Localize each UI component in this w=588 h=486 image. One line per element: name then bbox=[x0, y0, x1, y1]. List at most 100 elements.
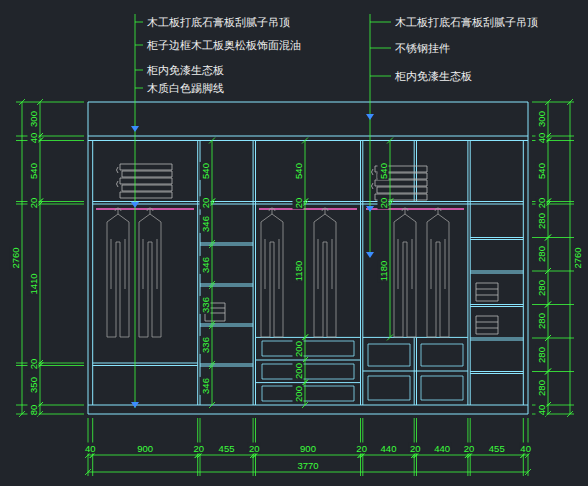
dimension-line bbox=[548, 102, 549, 136]
extension-line bbox=[16, 102, 84, 103]
dimension-value: 300 bbox=[28, 110, 39, 128]
dimension-line bbox=[548, 305, 549, 339]
dimension-value: 3770 bbox=[296, 460, 319, 471]
dimension-value: 20 bbox=[248, 443, 261, 454]
dimension-line bbox=[212, 326, 213, 364]
dimension-value: 20 bbox=[200, 196, 211, 209]
dimension-line bbox=[305, 141, 306, 202]
leader-arrows bbox=[131, 114, 374, 408]
dimension-value: 20 bbox=[293, 196, 304, 209]
extension-line bbox=[532, 338, 574, 339]
dimension-value: 540 bbox=[536, 162, 547, 180]
dimension-value: 540 bbox=[378, 162, 389, 180]
dimension-value: 346 bbox=[200, 215, 211, 233]
dimension-value: 346 bbox=[200, 256, 211, 274]
dimension-tick bbox=[387, 334, 393, 340]
hanging-clothes bbox=[107, 208, 449, 337]
dimension-value: 455 bbox=[488, 443, 506, 454]
dimension-value: 540 bbox=[28, 162, 39, 180]
dimension-value: 336 bbox=[200, 336, 211, 354]
dimension-line bbox=[305, 204, 306, 337]
callout-note: 木工板打底石膏板刮腻子吊顶 bbox=[395, 15, 538, 30]
dimension-value: 280 bbox=[536, 379, 547, 397]
callout-note: 柜内免漆生态板 bbox=[147, 63, 224, 78]
hanging-coat bbox=[139, 208, 161, 337]
extension-line bbox=[16, 201, 84, 202]
dimension-line bbox=[548, 405, 549, 414]
dimension-value: 40 bbox=[536, 403, 547, 416]
dimension-line bbox=[40, 366, 41, 406]
dimension-tick bbox=[209, 283, 215, 289]
dimension-line bbox=[548, 372, 549, 406]
dimension-value: 440 bbox=[380, 443, 398, 454]
hanging-coat bbox=[394, 208, 416, 337]
dimension-value: 20 bbox=[378, 196, 389, 209]
extension-line bbox=[532, 271, 574, 272]
dimension-line bbox=[390, 204, 391, 337]
dimension-line bbox=[40, 102, 41, 136]
dimension-line bbox=[93, 455, 198, 456]
dimension-value: 346 bbox=[200, 377, 211, 395]
dimension-value: 280 bbox=[536, 212, 547, 230]
folded-clothes bbox=[117, 164, 173, 198]
hanging-coat bbox=[427, 208, 449, 337]
dimension-value: 20 bbox=[355, 443, 368, 454]
dimension-value: 300 bbox=[536, 110, 547, 128]
dimension-value: 440 bbox=[433, 443, 451, 454]
dimension-line bbox=[200, 455, 253, 456]
dimension-line bbox=[548, 141, 549, 202]
dimension-value: 280 bbox=[536, 346, 547, 364]
extension-line bbox=[532, 371, 574, 372]
callout-note: 不锈钢挂件 bbox=[395, 41, 450, 56]
dimension-tick bbox=[209, 402, 215, 408]
dimension-value: 280 bbox=[536, 312, 547, 330]
extension-line bbox=[16, 405, 84, 406]
dimension-value: 1180 bbox=[293, 259, 304, 281]
dimension-value: 350 bbox=[28, 376, 39, 394]
callout-note: 木质白色踢脚线 bbox=[147, 81, 224, 96]
dimension-value: 2760 bbox=[10, 246, 21, 269]
dimension-line bbox=[390, 141, 391, 202]
dimension-tick bbox=[302, 138, 308, 144]
dimension-value: 40 bbox=[519, 443, 532, 454]
dimension-line bbox=[417, 455, 468, 456]
extension-line bbox=[16, 136, 84, 137]
dimension-line bbox=[212, 286, 213, 324]
dimension-line bbox=[40, 204, 41, 363]
dimension-line bbox=[212, 245, 213, 284]
dimension-value: 1180 bbox=[378, 259, 389, 281]
dimension-value: 900 bbox=[136, 443, 154, 454]
hanging-coat bbox=[261, 208, 283, 337]
dimension-value: 20 bbox=[193, 443, 206, 454]
dimension-value: 200 bbox=[293, 340, 304, 358]
dimension-line bbox=[470, 455, 523, 456]
dimension-line bbox=[548, 238, 549, 272]
dimension-tick bbox=[209, 242, 215, 248]
callout-note: 柜内免漆生态板 bbox=[395, 69, 472, 84]
dimension-value: 40 bbox=[28, 132, 39, 145]
dimension-line bbox=[548, 271, 549, 305]
dimension-value: 200 bbox=[293, 385, 304, 403]
extension-line bbox=[16, 414, 84, 415]
dimension-value: 900 bbox=[299, 443, 317, 454]
extension-line bbox=[16, 140, 84, 141]
extension-line bbox=[532, 237, 574, 238]
dimension-value: 40 bbox=[84, 443, 97, 454]
callout-note: 木工板打底石膏板刮腻子吊顶 bbox=[147, 15, 290, 30]
dimension-line bbox=[256, 455, 361, 456]
dimension-line bbox=[363, 455, 414, 456]
dimension-line bbox=[548, 204, 549, 238]
dimension-value: 40 bbox=[536, 132, 547, 145]
dimension-value: 1410 bbox=[28, 272, 39, 295]
extension-line bbox=[16, 365, 84, 366]
extension-line bbox=[532, 304, 574, 305]
dimension-tick bbox=[209, 138, 215, 144]
dimension-tick bbox=[387, 138, 393, 144]
dimension-line bbox=[22, 102, 23, 414]
dimension-value: 80 bbox=[28, 403, 39, 416]
dimension-value: 20 bbox=[28, 358, 39, 371]
dimension-value: 540 bbox=[293, 162, 304, 180]
dimension-line bbox=[40, 405, 41, 414]
